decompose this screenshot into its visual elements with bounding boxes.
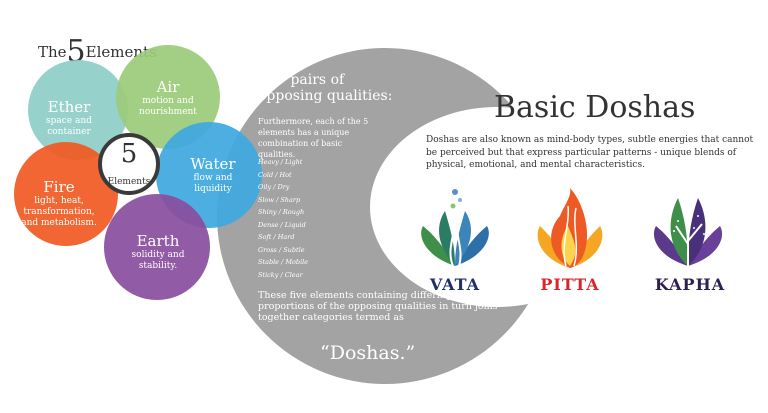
vata-icon xyxy=(421,189,489,267)
quality-pair: Sticky / Clear xyxy=(258,270,303,279)
quality-pair: Cold / Hot xyxy=(258,170,292,179)
pitta-icon xyxy=(537,188,603,268)
doshas-title: Basic Doshas xyxy=(494,90,696,125)
earth-circle xyxy=(104,194,210,300)
quality-pair: Stable / Mobile xyxy=(258,258,309,266)
quality-pair: Heavy / Light xyxy=(258,158,303,166)
quality-pair: Oily / Dry xyxy=(258,183,290,191)
quality-pair: Dense / Liquid xyxy=(258,220,306,229)
kapha-label: KAPHA xyxy=(654,275,726,294)
quality-pair: Shiny / Rough xyxy=(258,208,305,216)
quality-pair: Gross / Subtle xyxy=(258,245,305,254)
vata-label: VATA xyxy=(429,275,481,294)
kapha-icon xyxy=(653,198,723,266)
qualities-outro: These five elements containing differing… xyxy=(258,290,498,323)
quality-pair: Soft / Hard xyxy=(258,233,295,241)
quality-pair: Slow / Sharp xyxy=(258,195,301,204)
pitta-label: PITTA xyxy=(540,275,600,294)
doshas-description: Doshas are also known as mind-body types… xyxy=(426,135,754,170)
doshas-word: “Doshas.” xyxy=(320,342,416,364)
qualities-intro: Furthermore, each of the 5 elements has … xyxy=(258,117,369,159)
